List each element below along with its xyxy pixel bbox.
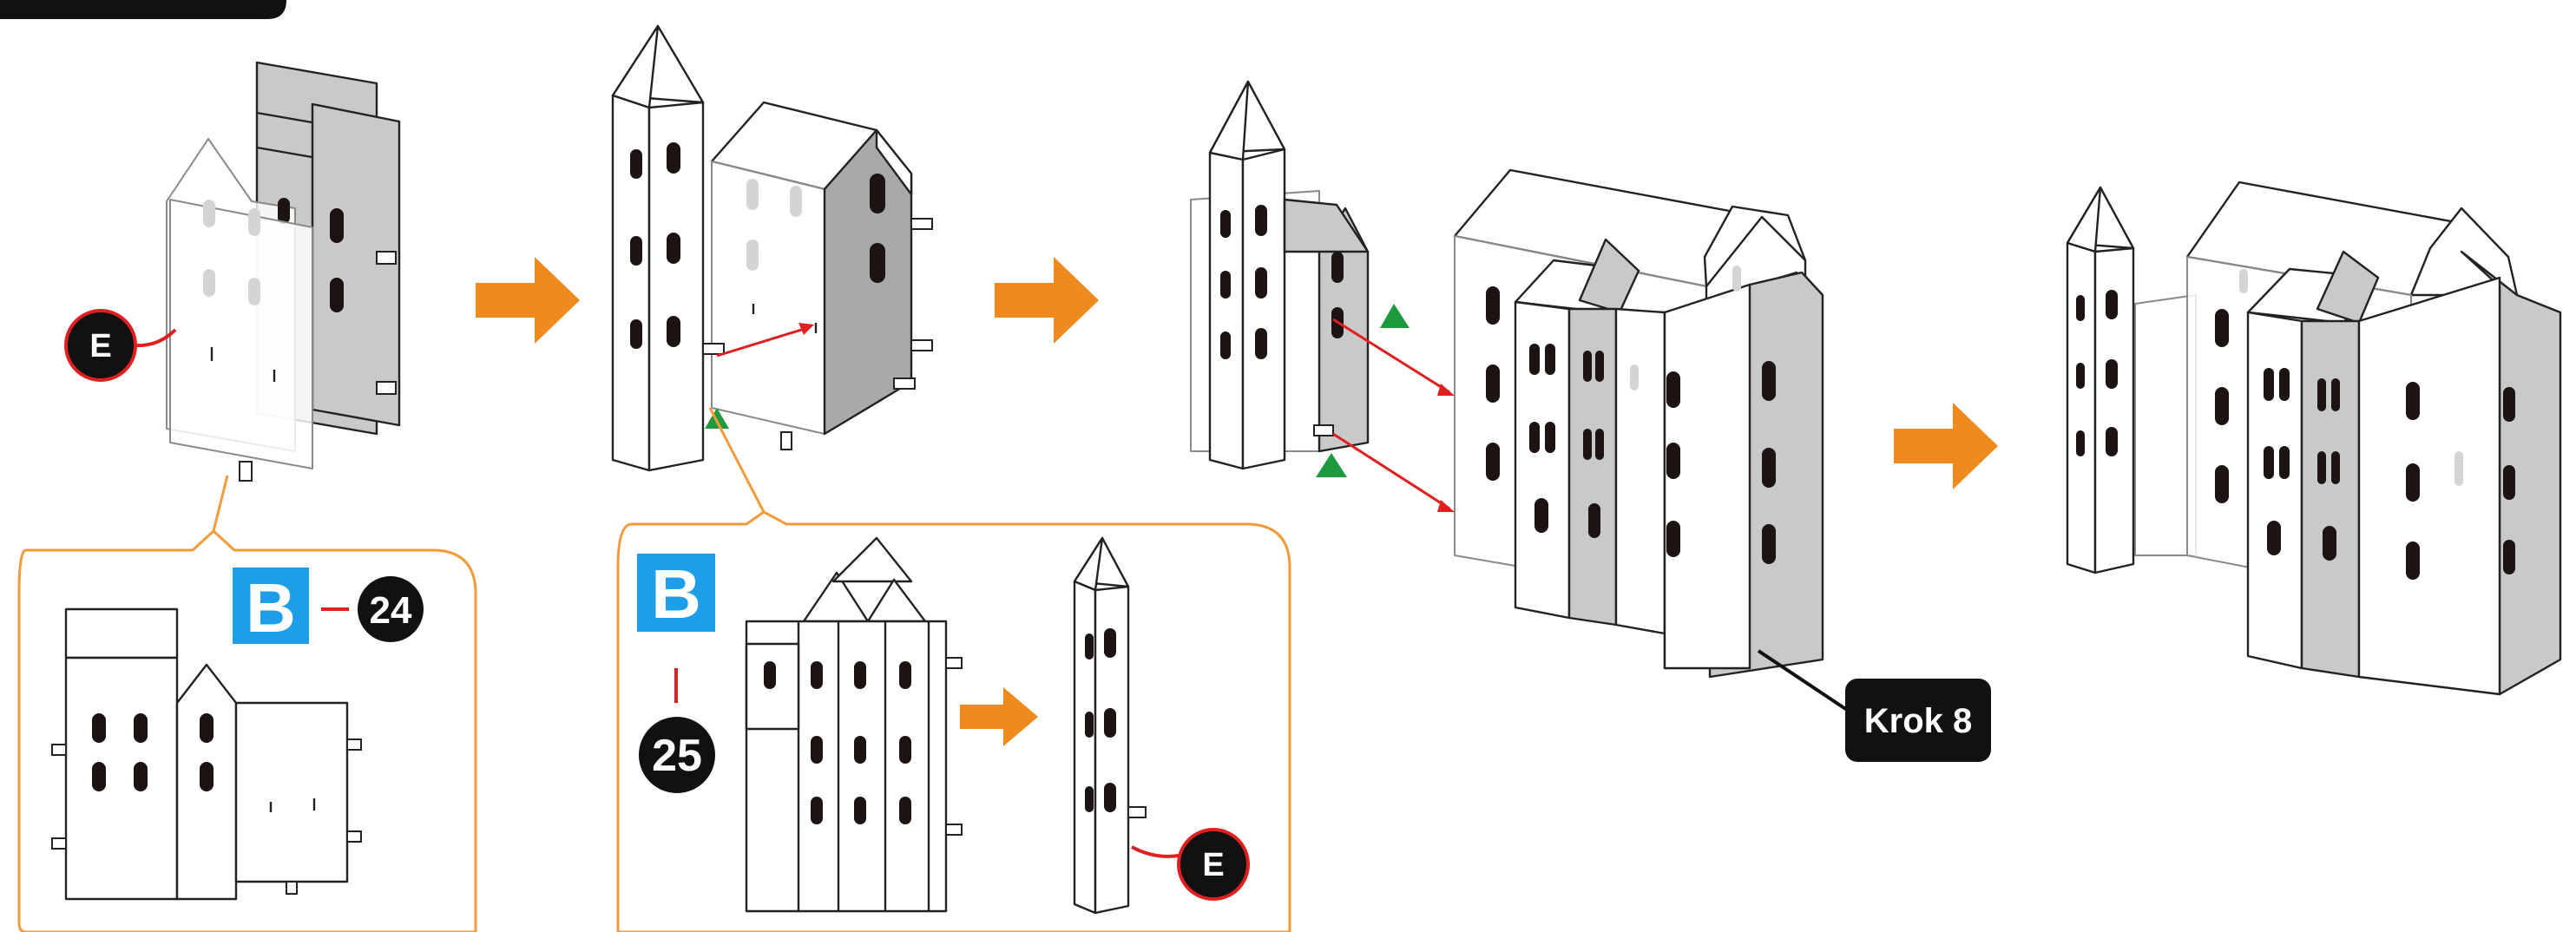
step-arrow-icon (476, 257, 580, 344)
pointer-line-icon (1332, 432, 1450, 510)
step-arrow-icon (960, 687, 1038, 746)
alignment-triangle-icon (705, 408, 729, 429)
alignment-triangle-icon (1316, 453, 1347, 477)
callout-sheet-b25: B 25 E (616, 407, 1291, 932)
sheet-badge-b (233, 568, 309, 644)
stage-4-finished (2066, 180, 2562, 696)
alignment-triangle-icon (1380, 304, 1410, 328)
step-reference-badge: Krok 8 (1757, 649, 1991, 762)
sheet-label-b: B (246, 569, 296, 646)
part-e-marker-1: E (64, 309, 177, 382)
corner-tab (0, 0, 286, 19)
pointer-line-icon (1131, 845, 1180, 858)
svg-text:Krok 8: Krok 8 (1864, 702, 1973, 740)
callout-sheet-b24: B 24 (17, 475, 477, 932)
step-arrow-icon (995, 257, 1099, 344)
stage-2-tower-and-wall (611, 24, 933, 472)
stage-1-walls (166, 61, 401, 482)
piece-number: 24 (370, 589, 412, 632)
sheet-badge-b (637, 554, 715, 632)
pointer-line-icon (1332, 318, 1450, 394)
pointer-line-icon (716, 326, 808, 358)
step-arrow-icon (1894, 403, 1998, 489)
sheet-label-b: B (651, 555, 701, 633)
svg-text:E: E (89, 328, 111, 364)
part-e-marker-2: E (1202, 847, 1224, 883)
stage-3-assembly (1190, 80, 1824, 679)
piece-number: 25 (652, 731, 702, 781)
pointer-line-icon (133, 328, 177, 348)
